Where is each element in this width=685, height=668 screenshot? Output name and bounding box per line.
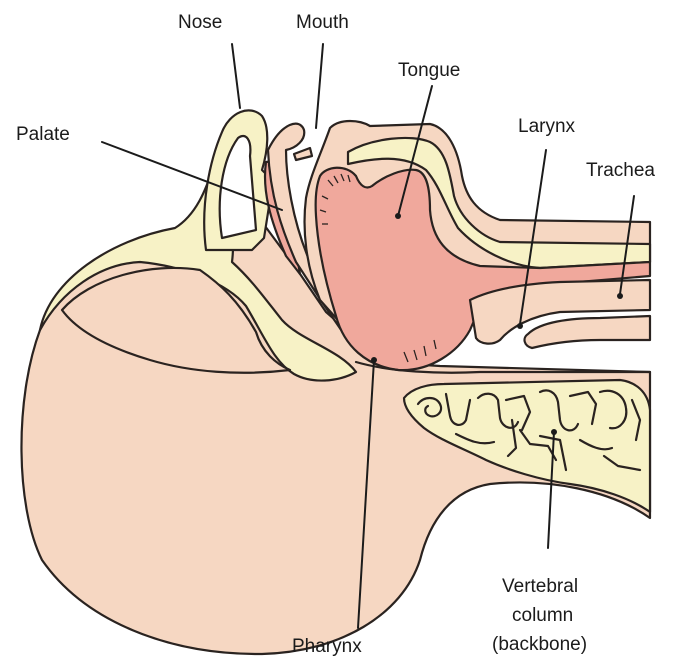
pharynx-dot — [371, 357, 377, 363]
lip-line-1 — [294, 148, 312, 160]
label-vertebral-line-1: Vertebral — [502, 576, 578, 597]
larynx-dot — [517, 323, 523, 329]
label-pharynx: Pharynx — [292, 636, 362, 657]
label-larynx: Larynx — [518, 116, 576, 137]
tongue-dot — [395, 213, 401, 219]
label-trachea: Trachea — [586, 160, 655, 181]
trachea-dot — [617, 293, 623, 299]
label-tongue: Tongue — [398, 60, 460, 81]
label-vertebral-line-2: column — [512, 605, 573, 626]
nose-leader — [232, 44, 240, 108]
trachea-tube — [525, 316, 650, 348]
vertebral-dot — [551, 429, 557, 435]
label-mouth: Mouth — [296, 12, 349, 33]
label-nose: Nose — [178, 12, 222, 33]
label-palate: Palate — [16, 124, 70, 145]
mouth-leader — [316, 44, 323, 128]
label-vertebral-line-3: (backbone) — [492, 634, 587, 655]
